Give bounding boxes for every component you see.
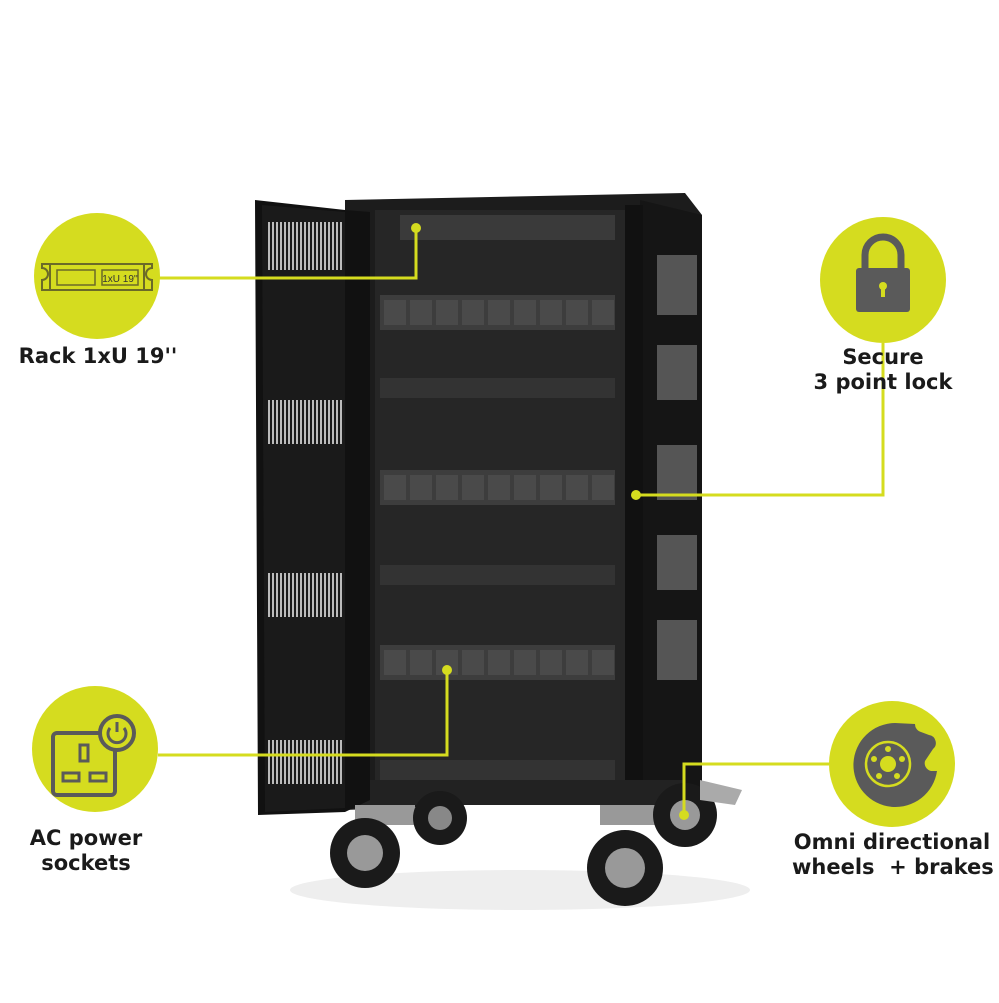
ac-socket bbox=[462, 475, 484, 500]
rack-unit-icon: 1xU 19'' bbox=[34, 213, 160, 339]
ac-socket bbox=[514, 475, 536, 500]
ac-socket bbox=[592, 650, 614, 675]
brake-disc-icon bbox=[829, 701, 955, 827]
ac-socket bbox=[462, 300, 484, 325]
ac-socket bbox=[436, 475, 458, 500]
ac-socket bbox=[488, 650, 510, 675]
ac-socket bbox=[540, 300, 562, 325]
charging-cabinet bbox=[255, 193, 702, 815]
ac-socket bbox=[540, 475, 562, 500]
ac-socket bbox=[384, 300, 406, 325]
ac-socket bbox=[436, 650, 458, 675]
wheel-marker bbox=[679, 810, 689, 820]
ac-socket bbox=[410, 650, 432, 675]
ac-socket bbox=[462, 650, 484, 675]
feature-label-rack: Rack 1xU 19'' bbox=[18, 344, 178, 368]
ac-socket bbox=[540, 650, 562, 675]
ac-socket bbox=[488, 300, 510, 325]
ac-socket bbox=[410, 300, 432, 325]
socket-marker bbox=[442, 665, 452, 675]
power-socket-icon bbox=[32, 686, 158, 812]
rack-unit bbox=[400, 215, 615, 240]
ac-socket bbox=[592, 300, 614, 325]
rack-icon-text: 1xU 19'' bbox=[102, 274, 138, 285]
ac-socket bbox=[566, 650, 588, 675]
ac-socket bbox=[384, 475, 406, 500]
wheels bbox=[330, 780, 742, 906]
ac-socket bbox=[488, 475, 510, 500]
lock-marker bbox=[631, 490, 641, 500]
ac-socket bbox=[410, 475, 432, 500]
ac-socket bbox=[514, 650, 536, 675]
shelf bbox=[380, 565, 615, 585]
ac-socket bbox=[592, 475, 614, 500]
ac-socket bbox=[566, 475, 588, 500]
ac-socket bbox=[566, 300, 588, 325]
ac-socket bbox=[436, 300, 458, 325]
leader-lines bbox=[158, 228, 885, 815]
ac-socket bbox=[384, 650, 406, 675]
padlock-icon bbox=[820, 217, 946, 343]
rack-marker bbox=[411, 223, 421, 233]
ac-socket bbox=[514, 300, 536, 325]
shelf bbox=[380, 378, 615, 398]
shelf bbox=[380, 760, 615, 780]
